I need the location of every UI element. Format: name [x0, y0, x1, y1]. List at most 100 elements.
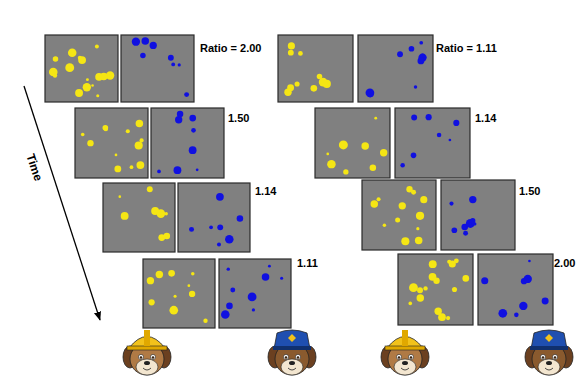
- panel-frame: [362, 180, 436, 250]
- dot: [126, 129, 130, 133]
- dot: [284, 88, 291, 95]
- dot: [406, 186, 412, 192]
- dot: [189, 146, 197, 154]
- panel-frame: [178, 183, 250, 252]
- dot: [157, 170, 161, 174]
- dot: [449, 139, 452, 142]
- ratio-label: 1.11: [297, 257, 318, 269]
- dot: [519, 302, 527, 310]
- dot: [142, 37, 150, 45]
- panel-frame: [219, 259, 291, 328]
- dot: [221, 310, 230, 319]
- dot: [498, 309, 507, 318]
- axis-label: Time: [23, 153, 44, 184]
- dot: [65, 63, 74, 72]
- dot: [449, 260, 456, 267]
- panel-frame: [358, 35, 433, 102]
- dot: [268, 265, 271, 268]
- ratio-label: Ratio = 2.00: [200, 42, 261, 54]
- dot: [169, 306, 178, 315]
- dot: [409, 46, 415, 52]
- dot: [416, 227, 419, 230]
- dot: [446, 316, 450, 320]
- dot: [78, 56, 82, 60]
- dot-panel: [151, 108, 224, 178]
- dot: [86, 78, 89, 81]
- dot: [295, 81, 300, 86]
- dot-panel: [395, 108, 470, 178]
- ratio-label: 2.00: [554, 257, 575, 269]
- dot: [217, 242, 221, 246]
- dot: [156, 271, 163, 278]
- dot: [230, 288, 235, 293]
- dot: [433, 278, 439, 284]
- dot: [248, 292, 257, 301]
- dot: [209, 225, 213, 229]
- dot: [411, 115, 417, 121]
- dot: [104, 127, 108, 131]
- dot: [171, 63, 175, 67]
- dot: [226, 303, 233, 310]
- dot: [339, 140, 348, 149]
- dot-panel: [75, 108, 148, 178]
- dot: [380, 149, 387, 156]
- dot: [95, 73, 103, 81]
- dot: [217, 224, 223, 230]
- dot: [81, 133, 85, 137]
- dot: [327, 160, 335, 168]
- dot: [361, 142, 369, 150]
- dot: [252, 308, 255, 311]
- dot: [400, 163, 405, 168]
- dot: [189, 227, 194, 232]
- dot: [415, 237, 423, 245]
- dot: [227, 267, 230, 270]
- dot: [280, 277, 283, 280]
- dot: [383, 224, 386, 227]
- dot: [366, 88, 375, 97]
- dot: [168, 55, 174, 61]
- dot: [370, 164, 376, 170]
- dot: [420, 196, 427, 203]
- dot: [408, 302, 412, 306]
- panel-frame: [398, 254, 473, 325]
- chase-icon: [268, 330, 316, 375]
- panel-frame: [441, 180, 515, 250]
- dot: [53, 56, 58, 61]
- dot: [514, 313, 519, 318]
- dot: [191, 128, 196, 133]
- chase-icon: [525, 330, 573, 375]
- dot: [225, 235, 234, 244]
- dot-panel: [121, 35, 194, 102]
- dot: [139, 138, 143, 142]
- dot: [184, 92, 189, 97]
- dot: [420, 54, 424, 58]
- dot: [175, 116, 182, 123]
- dot: [91, 84, 94, 87]
- dot: [83, 83, 91, 91]
- dot: [367, 90, 374, 97]
- dot: [374, 117, 377, 120]
- dot: [371, 200, 378, 207]
- dot: [237, 215, 244, 222]
- dot: [437, 133, 442, 138]
- dot: [326, 153, 329, 156]
- dot: [542, 298, 549, 305]
- dot: [377, 197, 381, 201]
- dot: [453, 120, 459, 126]
- dot: [87, 140, 93, 146]
- dot: [411, 153, 417, 159]
- panel-frame: [278, 35, 353, 102]
- rubble-icon: [123, 330, 171, 375]
- dot: [149, 299, 155, 305]
- ratio-label: Ratio = 1.11: [436, 42, 497, 54]
- dot: [401, 237, 409, 245]
- dot: [135, 141, 143, 149]
- dot: [528, 260, 531, 263]
- dot: [429, 260, 437, 268]
- dot: [121, 212, 129, 220]
- dot: [189, 115, 196, 122]
- panel-frame: [478, 254, 553, 325]
- dot: [196, 168, 199, 171]
